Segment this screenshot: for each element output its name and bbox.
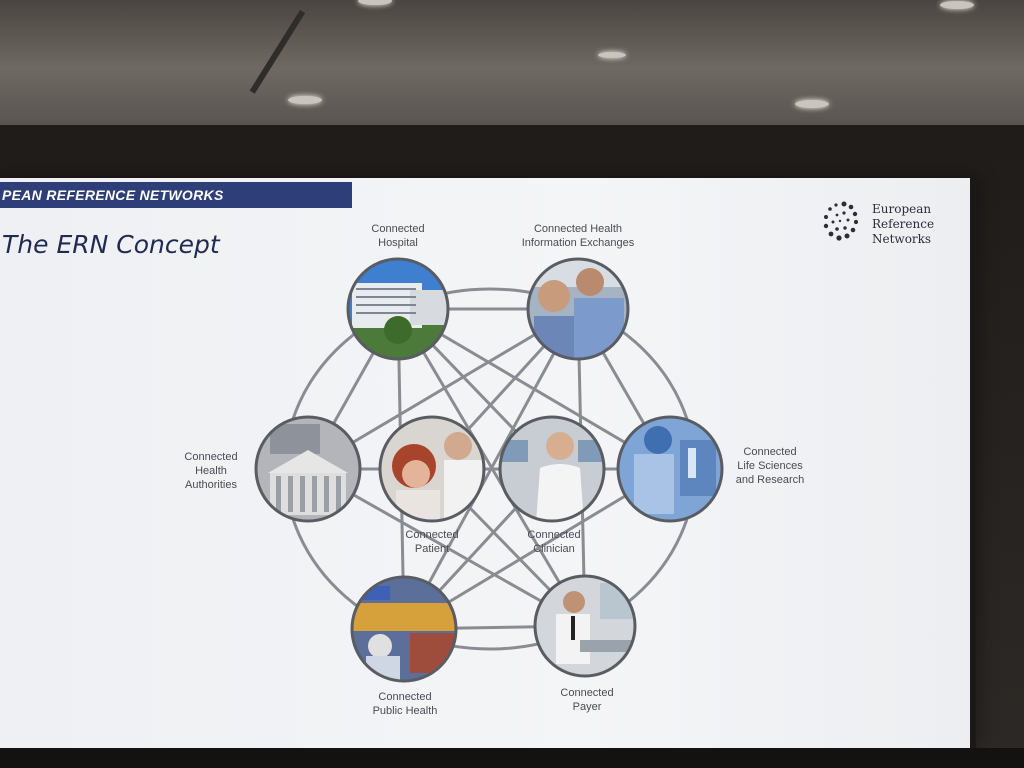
slide-title: The ERN Concept — [2, 230, 220, 259]
label-line: Connected — [527, 529, 581, 541]
label-line: Hospital — [378, 237, 418, 249]
label-line: Information Exchanges — [521, 237, 635, 249]
node-clinician — [498, 415, 606, 523]
label-line: Connected — [378, 691, 432, 703]
label-line: Clinician — [533, 543, 575, 555]
label-line: Connected — [560, 687, 614, 699]
ceiling-beam — [249, 10, 306, 94]
ceiling-light — [795, 100, 829, 108]
label-line: Health — [195, 465, 227, 477]
node-payer — [533, 574, 637, 678]
label-line: Connected — [743, 446, 797, 458]
label-line: Connected — [371, 223, 425, 235]
ceiling-light — [940, 1, 974, 9]
label-life-sciences: Connected Life Sciences and Research — [724, 445, 816, 487]
logo-line: Reference — [872, 217, 935, 231]
ceiling-light — [358, 0, 392, 5]
label-patient: Connected Patient — [390, 528, 474, 556]
ceiling-light — [598, 52, 626, 58]
logo-text: European Reference Networks — [872, 202, 934, 247]
node-health-authorities — [254, 415, 362, 523]
node-public-health — [350, 575, 458, 683]
label-line: Public Health — [372, 705, 438, 717]
label-line: and Research — [735, 474, 805, 486]
projection-screen: PEAN REFERENCE NETWORKS The ERN Concept … — [0, 178, 976, 748]
ern-logo-icon — [823, 201, 859, 241]
label-health-authorities: Connected Health Authorities — [166, 450, 256, 492]
label-hospital: Connected Hospital — [348, 222, 448, 250]
node-patient — [378, 415, 486, 523]
label-line: Connected — [184, 451, 238, 463]
label-line: Patient — [414, 543, 450, 555]
label-line: Connected — [405, 529, 459, 541]
ceiling — [0, 0, 1024, 125]
node-health-information-exchanges — [526, 257, 630, 361]
node-hospital — [346, 257, 450, 361]
label-line: Life Sciences — [737, 460, 803, 472]
label-clinician: Connected Clinician — [512, 528, 596, 556]
logo-line: Networks — [872, 232, 932, 246]
slide-header-bar: PEAN REFERENCE NETWORKS — [0, 182, 352, 208]
audience-silhouette — [0, 748, 1024, 768]
label-public-health: Connected Public Health — [355, 690, 455, 718]
node-life-sciences-research — [616, 415, 724, 523]
label-hie: Connected Health Information Exchanges — [498, 222, 658, 250]
ern-network-diagram — [254, 257, 724, 683]
ceiling-light — [288, 96, 322, 104]
label-line: Payer — [572, 701, 602, 713]
logo-line: European — [872, 202, 932, 216]
label-payer: Connected Payer — [545, 686, 629, 714]
label-line: Authorities — [185, 479, 237, 491]
label-line: Connected Health — [533, 223, 623, 235]
